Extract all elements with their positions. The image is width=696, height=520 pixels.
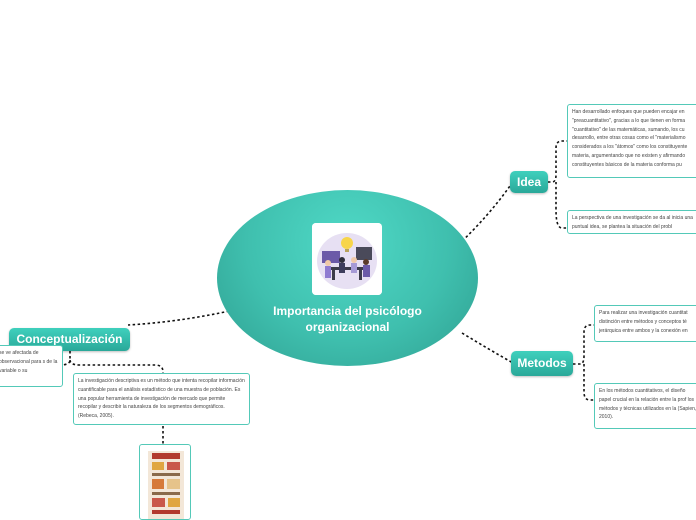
topic-idea-label: Idea — [517, 175, 541, 189]
topic-conceptualizacion-label: Conceptualización — [16, 332, 122, 346]
note-idea-2[interactable]: La perspectiva de una investigación se d… — [567, 210, 696, 234]
connector-conceptualizacion — [128, 310, 234, 325]
note-metodos-2[interactable]: En los métodos cuantitativos, el diseño … — [594, 383, 696, 429]
team-meeting-illustration — [312, 223, 382, 295]
infographic-icon — [140, 445, 191, 520]
note-idea-2-text: La perspectiva de una investigación se d… — [572, 215, 693, 230]
central-topic-title: Importancia del psicólogo organizacional — [247, 303, 448, 335]
connector-metodos-notes — [573, 325, 594, 400]
note-concept-1-text: se ve afectada de observacional para s d… — [0, 350, 57, 374]
note-concept-2-text: La investigación descriptiva es un métod… — [78, 378, 245, 419]
connector-idea-notes — [548, 141, 567, 228]
note-metodos-1-text: Para realizar una investigación cuantita… — [599, 310, 688, 334]
note-metodos-2-text: En los métodos cuantitativos, el diseño … — [599, 388, 696, 420]
topic-metodos-label: Metodos — [517, 356, 566, 370]
note-idea-1[interactable]: Han desarrollado enfoques que pueden enc… — [567, 104, 696, 178]
central-topic[interactable]: Importancia del psicólogo organizacional — [217, 190, 478, 366]
note-metodos-1[interactable]: Para realizar una investigación cuantita… — [594, 305, 696, 342]
note-concept-1[interactable]: se ve afectada de observacional para s d… — [0, 345, 63, 387]
topic-idea[interactable]: Idea — [510, 171, 548, 193]
topic-metodos[interactable]: Metodos — [511, 351, 573, 376]
infographic-thumbnail[interactable] — [139, 444, 191, 520]
note-idea-1-text: Han desarrollado enfoques que pueden enc… — [572, 109, 687, 168]
note-concept-2[interactable]: La investigación descriptiva es un métod… — [73, 373, 250, 425]
connector-metodos-main — [462, 333, 513, 363]
